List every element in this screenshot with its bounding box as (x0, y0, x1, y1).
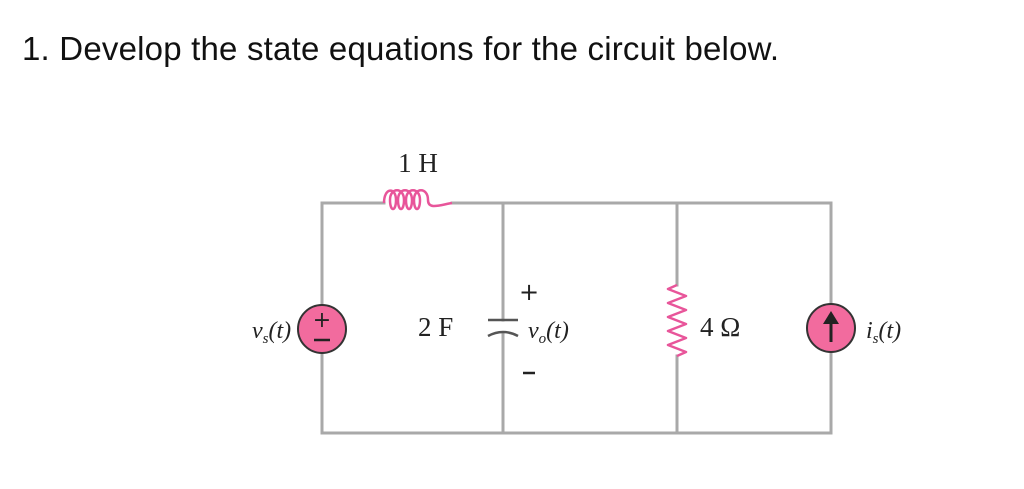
voltage-source-label: vs(t) (252, 318, 291, 347)
current-source-label: is(t) (866, 318, 901, 347)
resistor (666, 283, 688, 358)
capacitor-voltage-label: vo(t) (528, 318, 569, 347)
inductor-coil (382, 189, 453, 211)
wires (320, 201, 833, 435)
voltage-source-plus: + (313, 308, 331, 333)
capacitor-plus: + (519, 278, 539, 306)
capacitor (487, 318, 519, 338)
resistor-label: 4 Ω (700, 312, 740, 342)
capacitor-label: 2 F (418, 312, 453, 342)
voltage-source: + (297, 304, 347, 354)
current-source (806, 303, 856, 353)
question-text: 1. Develop the state equations for the c… (22, 30, 780, 67)
inductor-label: 1 H (398, 148, 438, 178)
